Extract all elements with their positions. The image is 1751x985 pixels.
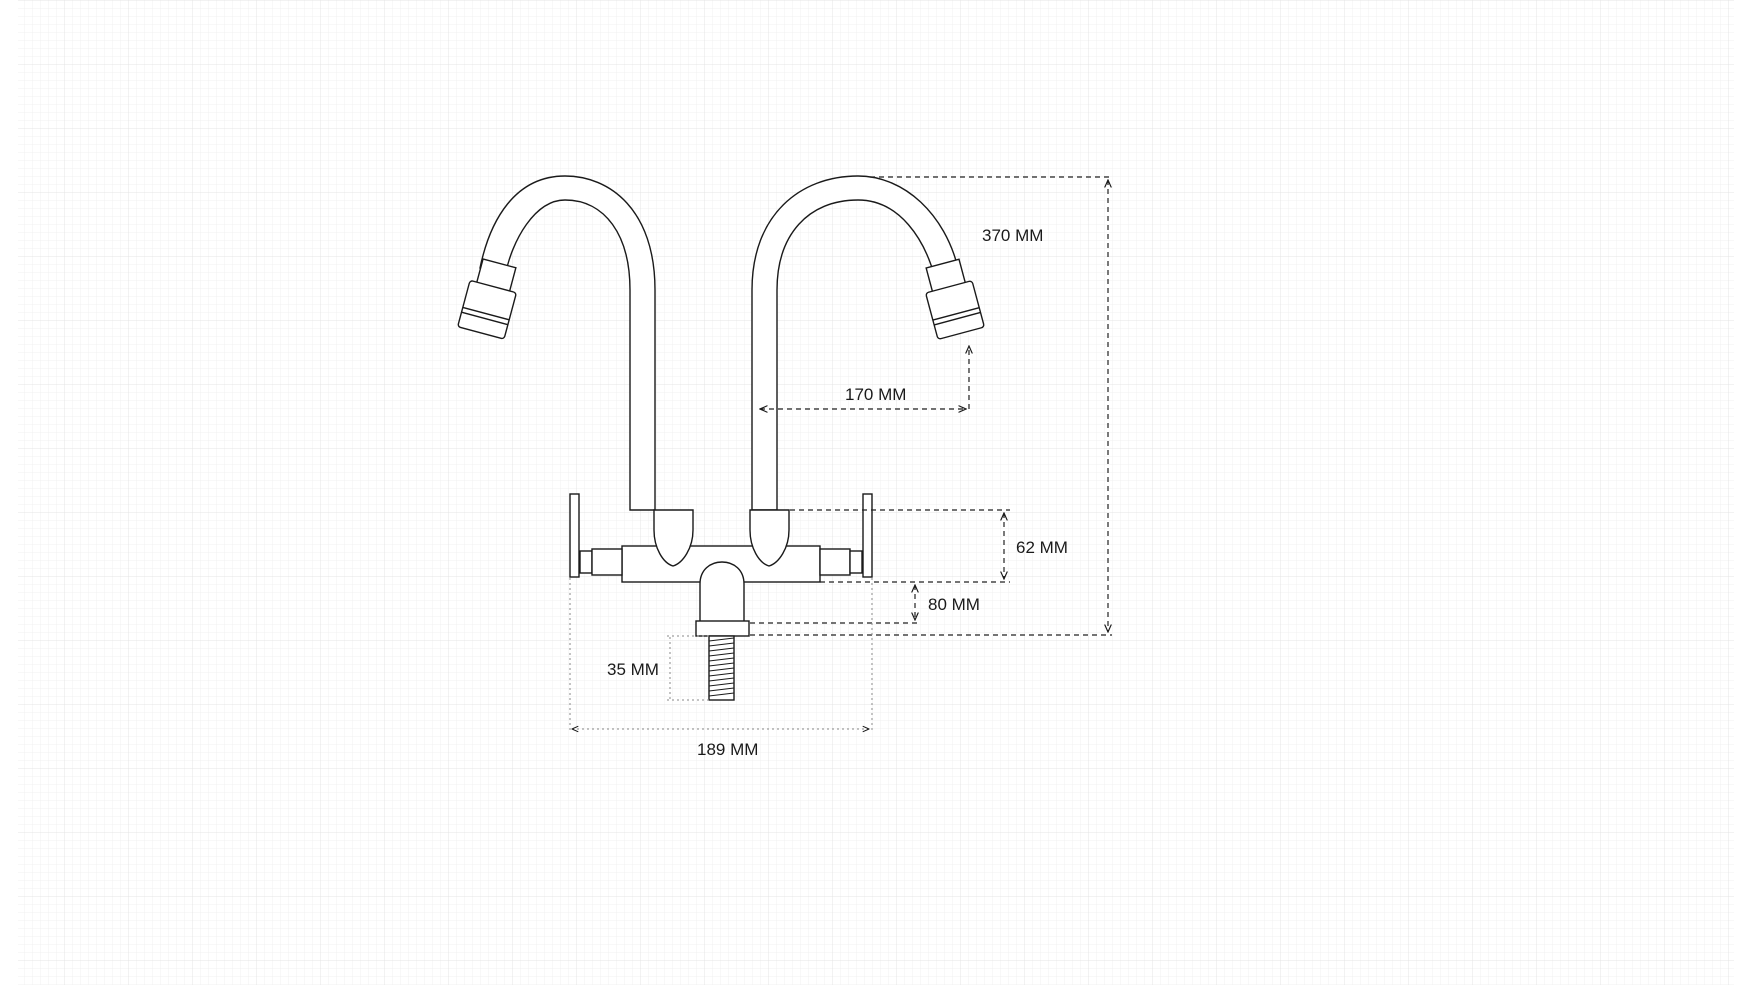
label-overall-width: 189 MM bbox=[697, 740, 758, 759]
left-stem-outer bbox=[579, 550, 593, 574]
label-body-to-base: 80 MM bbox=[928, 595, 980, 614]
label-spout-reach: 170 MM bbox=[845, 385, 906, 404]
right-handle bbox=[862, 493, 873, 578]
label-total-height: 370 MM bbox=[982, 226, 1043, 245]
threaded-shank bbox=[708, 635, 735, 701]
label-thread-length: 35 MM bbox=[607, 660, 659, 679]
right-spray-head bbox=[925, 258, 985, 340]
grid-background bbox=[18, 0, 1734, 985]
dimension-lines bbox=[569, 176, 1112, 732]
left-spray-head bbox=[457, 258, 517, 340]
right-stem-outer bbox=[849, 550, 863, 574]
base-nut bbox=[695, 620, 750, 637]
faucet-drawing bbox=[457, 175, 985, 701]
label-body-height: 62 MM bbox=[1016, 538, 1068, 557]
left-spout-collar bbox=[653, 509, 694, 567]
inlet-pipe bbox=[699, 561, 745, 623]
right-spout-collar bbox=[749, 509, 790, 567]
left-stem bbox=[591, 548, 623, 576]
right-stem bbox=[819, 548, 851, 576]
left-handle bbox=[569, 493, 580, 578]
